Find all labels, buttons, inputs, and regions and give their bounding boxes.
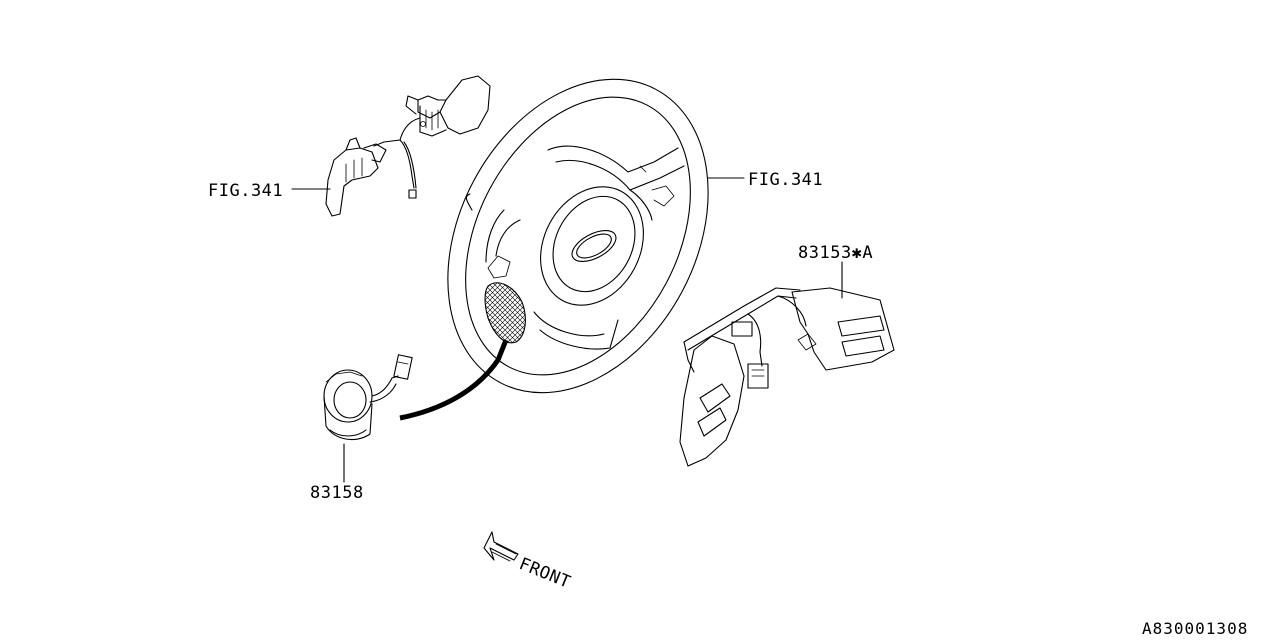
steering-switch — [679, 287, 895, 467]
hatched-connector — [484, 282, 526, 344]
label-83153a: 83153✱A — [798, 243, 873, 263]
diagram-ref-number: A830001308 — [1142, 619, 1248, 638]
roll-connector — [323, 339, 509, 441]
front-arrow — [483, 531, 519, 562]
label-fig-left: FIG.341 — [208, 181, 283, 201]
label-fig-right: FIG.341 — [748, 170, 823, 190]
label-83158: 83158 — [310, 483, 364, 503]
steering-wheel — [447, 78, 709, 394]
paddle-shifter-assembly — [325, 75, 491, 217]
label-front: FRONT — [516, 554, 573, 593]
